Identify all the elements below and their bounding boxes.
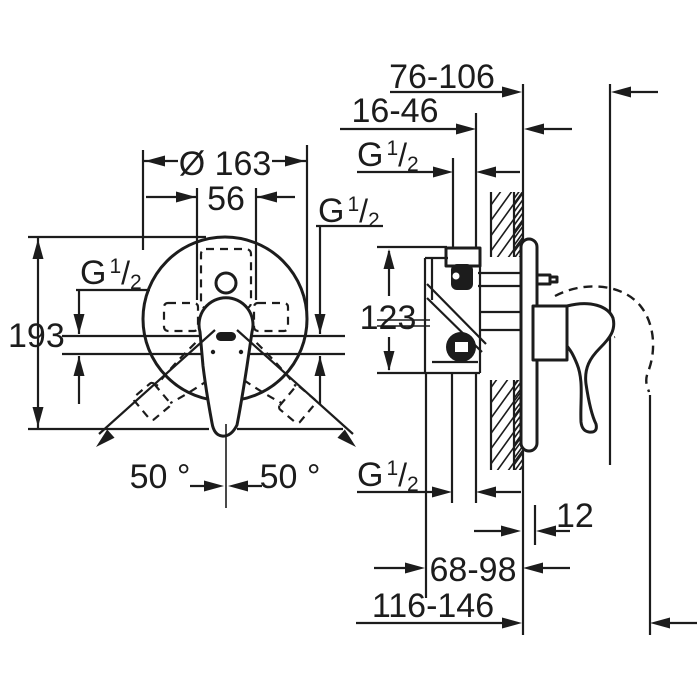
handle-dot-left: [210, 349, 216, 355]
dimension-labels: Ø 163 56 193 50 ° 50 ° 76-106 16-46 123 …: [8, 58, 594, 625]
wall-lines: [489, 84, 525, 635]
dim-76-106-label: 76-106: [389, 58, 495, 96]
dim-16-46-label: 16-46: [352, 92, 439, 130]
concealed-valve-body: [377, 246, 559, 373]
hidden-tab-right: [252, 301, 290, 333]
temperature-slot: [216, 332, 236, 341]
lever-handle-front: [197, 296, 255, 438]
dim-height-193-label: 193: [8, 317, 65, 355]
swing-line-right: [236, 329, 354, 435]
wall-hatching: [492, 380, 523, 470]
dim-116-146-label: 116-146: [372, 587, 494, 625]
handle-sleeve: [531, 304, 569, 362]
handle-dot-right: [238, 349, 244, 355]
dimension-arrowheads: [32, 86, 670, 629]
union-nut: [451, 264, 473, 290]
dim-diameter-label: Ø 163: [179, 145, 272, 183]
stop-screw: [535, 273, 552, 286]
lever-handle-side: [565, 302, 616, 434]
shower-outlet-pipe: [451, 113, 478, 253]
lever-open-position: [554, 285, 655, 393]
hidden-bracket: [199, 247, 253, 310]
side-view: [377, 84, 655, 635]
swing-line-left: [98, 329, 216, 435]
wall-finish-hatching: [514, 380, 523, 470]
dim-angle-right-label: 50 °: [260, 458, 321, 496]
dim-12-label: 12: [556, 497, 594, 535]
bracket-screw-hole: [214, 271, 238, 295]
dim-123-label: 123: [360, 299, 417, 337]
dim-68-98-label: 68-98: [430, 551, 517, 589]
front-view: [62, 235, 354, 508]
stop-screw-tip: [548, 275, 559, 284]
dim-angle-left-label: 50 °: [130, 458, 191, 496]
bath-outlet-pipe: [450, 373, 478, 503]
wall-hatching: [492, 192, 523, 257]
dim-width-56-label: 56: [207, 180, 245, 218]
hidden-tab-left: [162, 301, 200, 333]
